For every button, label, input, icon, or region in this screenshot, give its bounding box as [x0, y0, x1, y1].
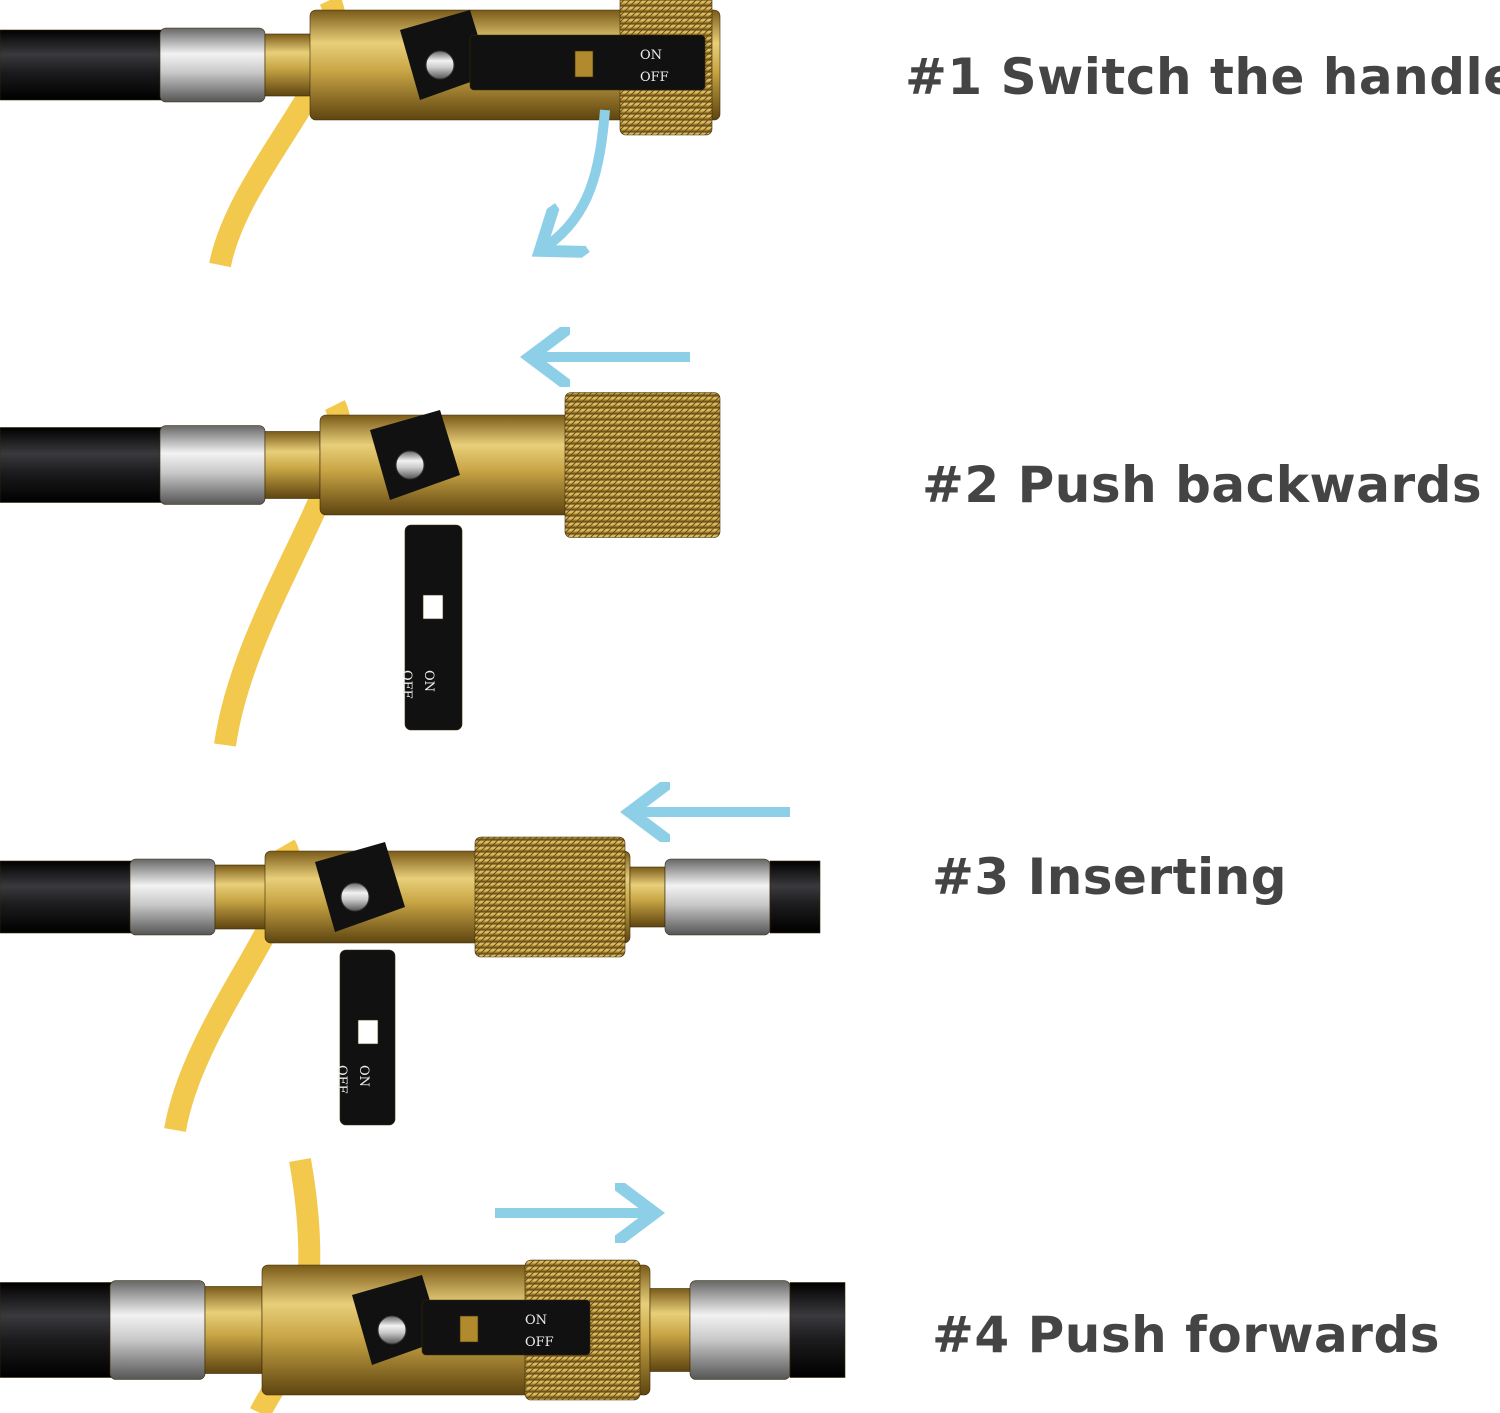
step-3-second-hose	[769, 860, 821, 934]
step-4-hose	[0, 1282, 116, 1378]
step-2-hose-ferrule	[159, 425, 266, 505]
step-3-hose	[0, 860, 136, 934]
step-4-handle-arm	[421, 1299, 591, 1356]
handle-off-text: OFF	[640, 70, 669, 85]
handle-on-text: ON	[640, 48, 662, 63]
step-2-quick-coupler	[564, 392, 721, 538]
step-1-hex-fitting	[264, 33, 316, 97]
step-3-label: #3 Inserting	[932, 848, 1288, 906]
step-1-handle-slot	[574, 50, 594, 78]
step-3-hose-ferrule	[129, 858, 216, 936]
step-4-label: #4 Push forwards	[932, 1306, 1440, 1364]
step-1-hose	[0, 29, 166, 101]
step-2-label: #2 Push backwards	[922, 456, 1483, 514]
step-3-male-plug	[629, 866, 666, 928]
step-4-handle-slot	[459, 1315, 479, 1343]
handle-off-text: OFF	[399, 670, 414, 699]
step-2-hex-fitting	[264, 431, 321, 499]
step-4-plug-ferrule	[689, 1280, 791, 1380]
step-1-label: #1 Switch the handle	[905, 48, 1500, 106]
step-3-plug-ferrule	[664, 858, 771, 936]
step-3-hex-fitting	[214, 864, 269, 930]
step-4-handle-labels: ON OFF	[525, 1313, 554, 1350]
step-1-hose-ferrule	[159, 27, 266, 103]
step-1-curved-arrow-icon	[548, 109, 610, 245]
step-1-screw-icon	[425, 50, 455, 80]
step-2-handle-arm	[404, 524, 463, 731]
step-4-male-plug	[649, 1288, 691, 1372]
step-2-screw-icon	[395, 450, 425, 480]
step-4-hose-ferrule	[109, 1280, 206, 1380]
step-2-handle-labels: ON OFF	[399, 670, 436, 699]
step-4-screw-icon	[377, 1315, 407, 1345]
handle-on-text: ON	[525, 1313, 547, 1328]
step-2-hose	[0, 427, 166, 503]
handle-off-text: OFF	[525, 1335, 554, 1350]
handle-on-text: ON	[421, 670, 436, 692]
step-2-handle-slot	[422, 594, 444, 620]
step-3-handle-slot	[357, 1019, 379, 1045]
step-4-hex-fitting	[204, 1286, 263, 1374]
step-1-handle-labels: ON OFF	[640, 48, 669, 85]
step-3-screw-icon	[340, 882, 370, 912]
step-3-quick-coupler	[474, 836, 626, 958]
handle-on-text: ON	[356, 1065, 371, 1087]
step-4-second-hose	[789, 1282, 846, 1378]
step-3-handle-labels: ON OFF	[334, 1065, 371, 1094]
handle-off-text: OFF	[334, 1065, 349, 1094]
